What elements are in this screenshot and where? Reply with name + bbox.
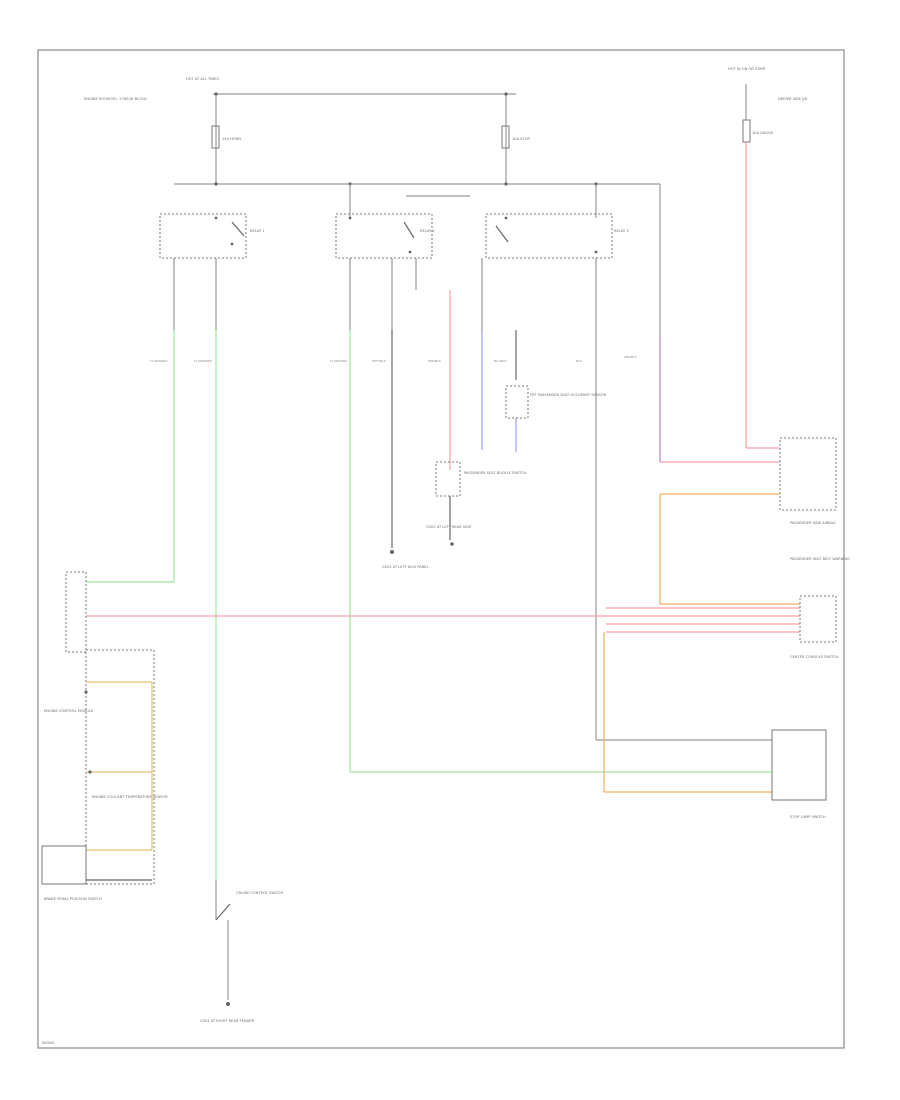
label-wire-5: RED/BLK	[428, 359, 442, 363]
occupant-sensor	[435, 461, 461, 540]
label-bottom-sw: CRUISE CONTROL SWITCH	[236, 891, 283, 895]
label-top-right-hot: HOT IN ON OR START	[728, 67, 767, 71]
fuse-right	[742, 119, 751, 143]
label-left-module: ENGINE CONTROL MODULE	[44, 709, 94, 713]
relay-right	[485, 213, 613, 259]
relay-mid	[335, 213, 433, 259]
label-relay-3: RELAY 3	[614, 229, 629, 233]
diagram-code: W0000	[42, 1041, 55, 1045]
relay-output-wires	[86, 258, 780, 880]
label-top-right-block: DRIVER SIDE J/B	[778, 97, 807, 101]
fuse-mid	[501, 125, 510, 149]
label-top-hot: HOT AT ALL TIMES	[186, 77, 220, 81]
fuse-left	[211, 125, 220, 149]
cruise-switch	[215, 880, 231, 1006]
ground-g201	[390, 550, 394, 554]
right-hot-wire	[745, 84, 780, 449]
label-ground-2: G302 AT LEFT REAR SEAT	[426, 525, 473, 529]
label-relay-2: RELAY 2	[420, 229, 435, 233]
power-bus	[174, 92, 661, 336]
label-wire-1: LT GRN/BLK	[150, 359, 168, 363]
label-right-module-4: STOP LAMP SWITCH	[790, 815, 826, 819]
left-connector	[65, 571, 87, 653]
label-sensor-1: FRT PASSENGER SEAT OCCUPANT SENSOR	[530, 393, 607, 397]
label-wire-8: PNK/BLK	[624, 355, 638, 359]
label-right-module-1: PASSENGER SIDE AIRBAG	[790, 521, 836, 525]
label-right-module-3: CENTER CONSOLE SWITCH	[790, 655, 839, 659]
label-wire-3: LT GRN/BLK	[330, 359, 348, 363]
label-fuse-right: 10A GAUGE	[752, 131, 774, 135]
label-wire-6: BLU/BLK	[494, 359, 508, 363]
ground-g302	[450, 542, 454, 546]
label-ground-1: G201 AT LEFT KICK PANEL	[382, 565, 429, 569]
diagram-frame	[37, 49, 845, 1049]
label-right-module-2: PASSENGER SEAT BELT WARNING	[790, 557, 850, 561]
label-fuse-mid: 10A STOP	[512, 137, 530, 141]
left-module-wires	[41, 649, 155, 885]
label-left-module-2: ENGINE COOLANT TEMPERATURE SENSOR	[92, 795, 168, 799]
relay-left	[159, 213, 247, 259]
right-module-console	[799, 595, 837, 643]
label-wire-2: LT GRN/RED	[194, 359, 213, 363]
buckle-switch	[505, 385, 529, 452]
right-module-airbag	[779, 437, 837, 511]
label-sensor-2: PASSENGER SEAT BUCKLE SWITCH	[464, 471, 526, 475]
label-relay-1: RELAY 1	[250, 229, 265, 233]
label-wire-7: BLK	[576, 359, 583, 363]
harness-wires	[86, 493, 800, 793]
label-wire-4: WHT/BLK	[372, 359, 387, 363]
right-module-stop	[771, 729, 827, 801]
label-left-sw: BRAKE PEDAL POSITION SWITCH	[44, 897, 102, 901]
labels: HOT AT ALL TIMES ENGINE ROOM NO. 1 RELAY…	[42, 67, 850, 1045]
label-bottom-ground: G301 AT RIGHT REAR FENDER	[200, 1019, 255, 1023]
label-top-left-fuse-box: ENGINE ROOM NO. 1 RELAY BLOCK	[84, 97, 147, 101]
label-fuse-left: 15A HORN	[222, 137, 241, 141]
